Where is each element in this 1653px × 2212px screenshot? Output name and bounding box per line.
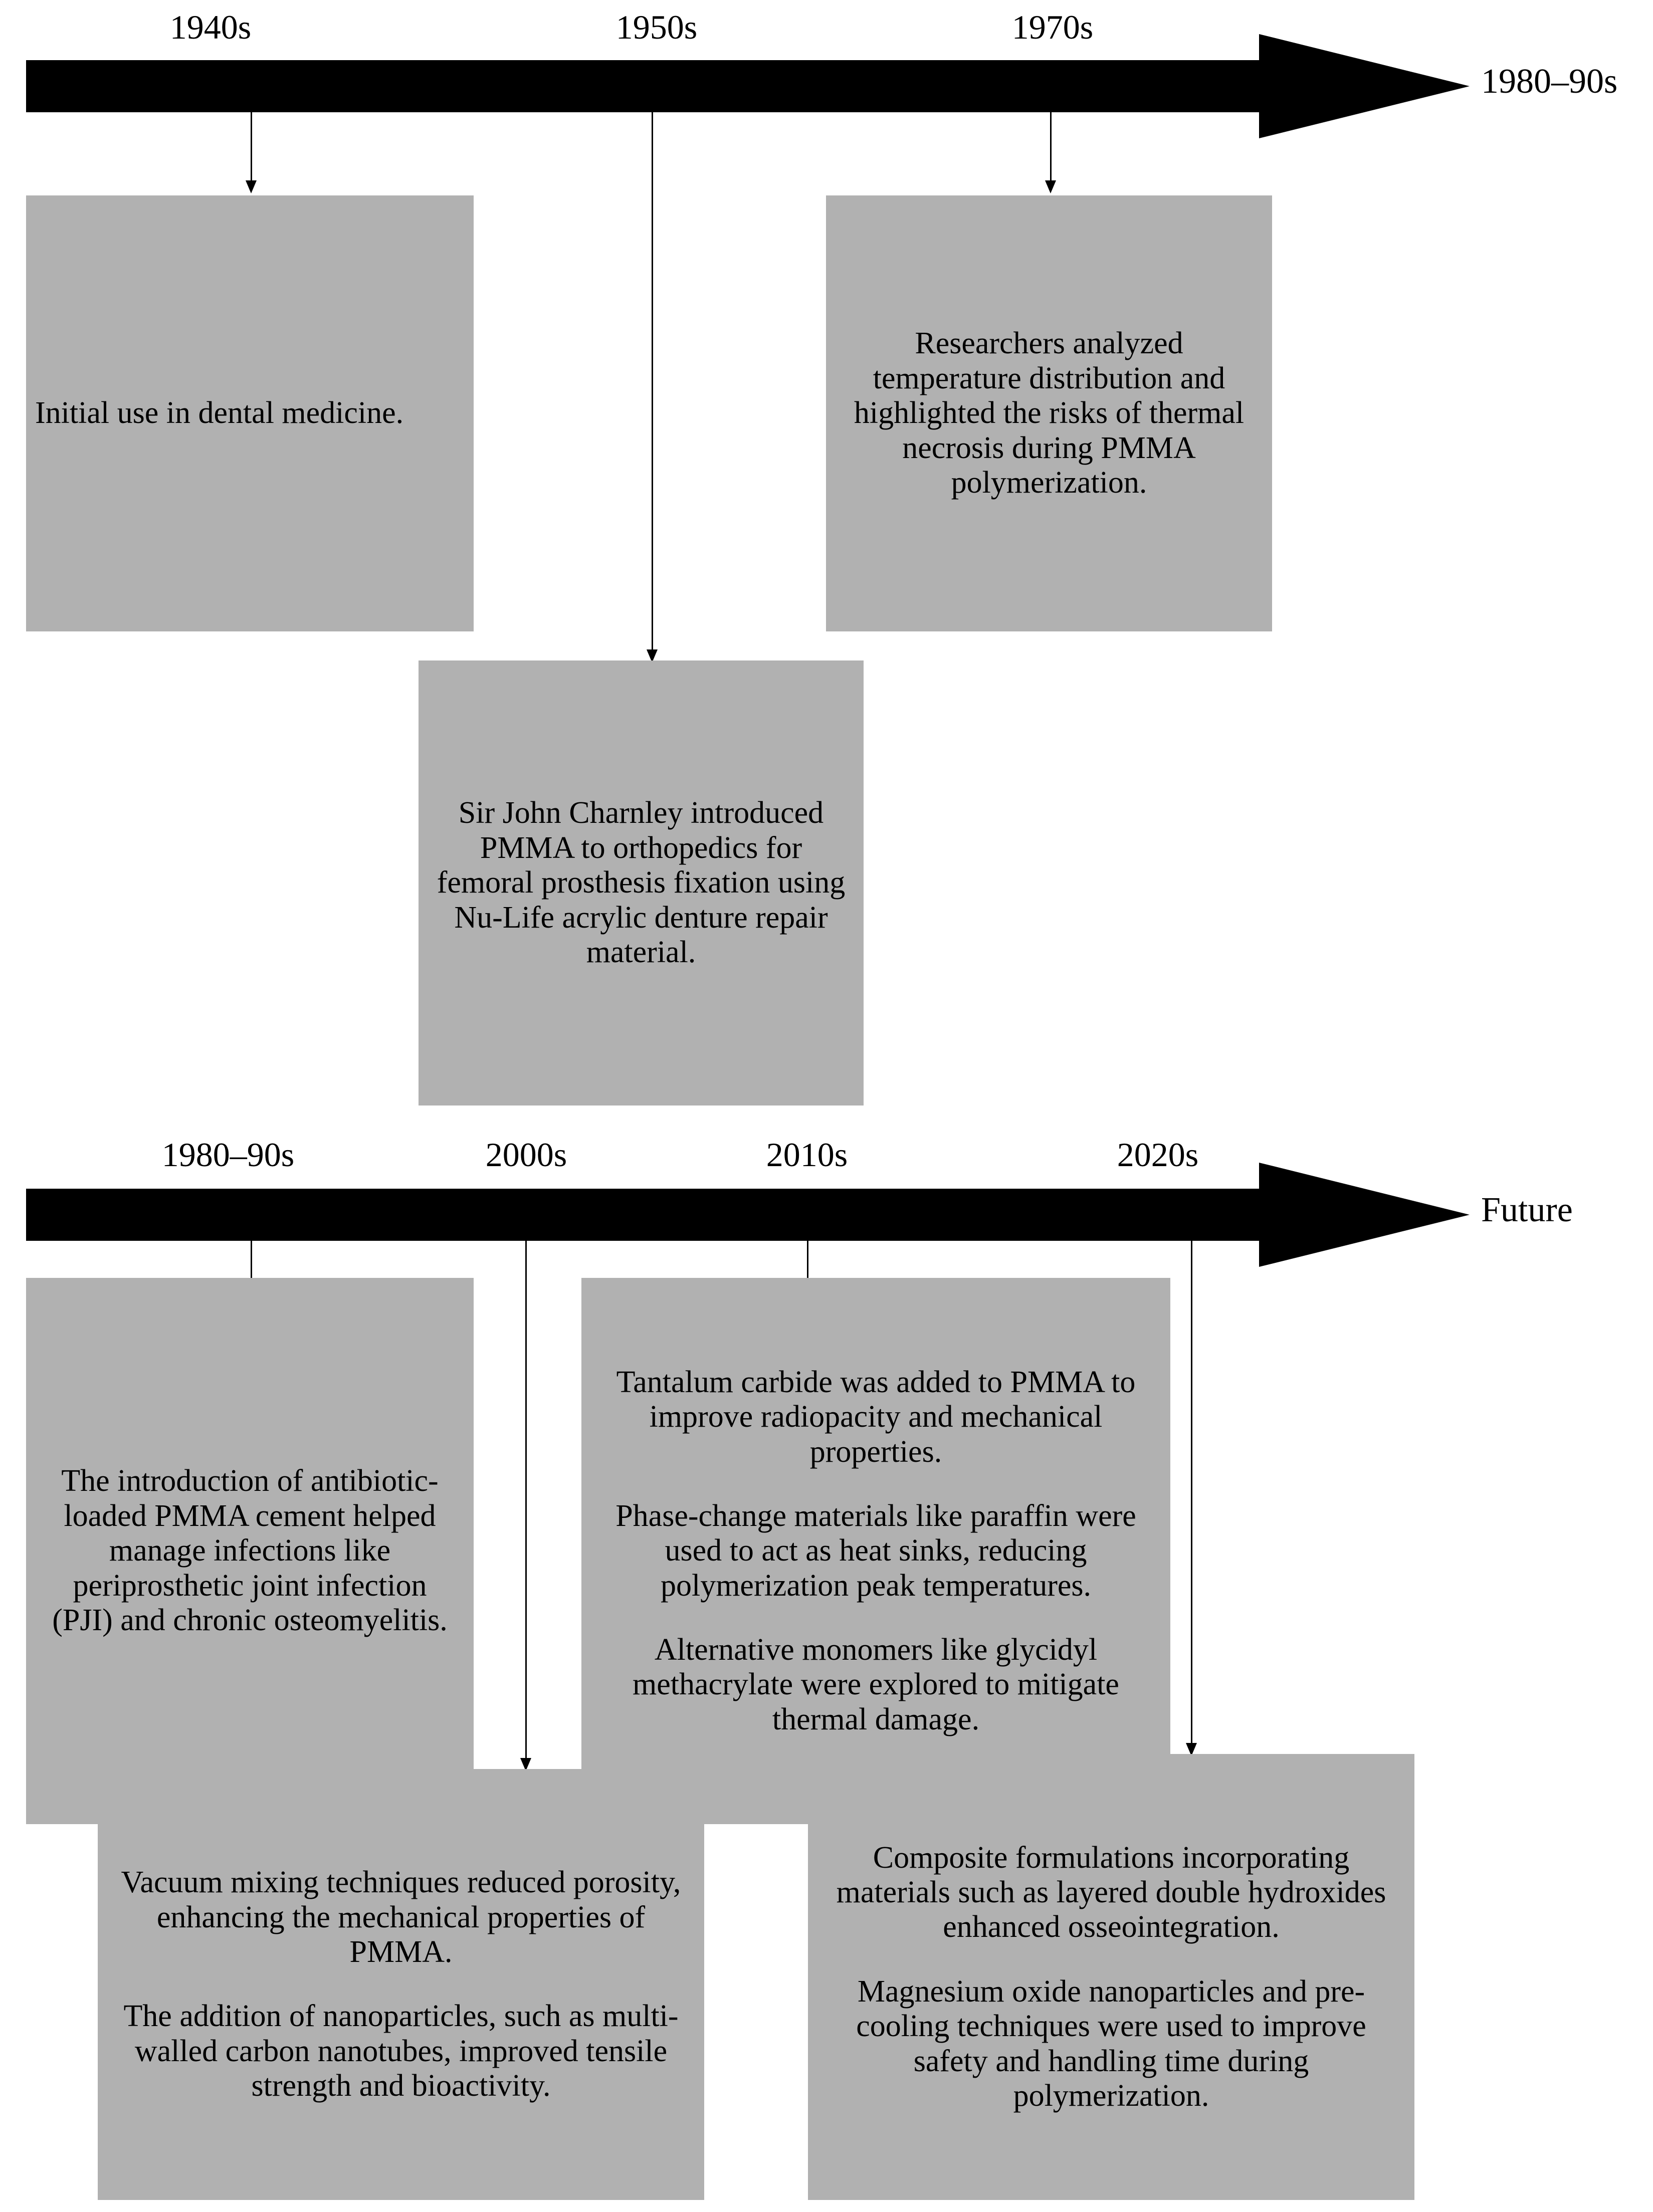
- timeline-top-arrowhead: [1259, 34, 1470, 138]
- connector-1970s: [1050, 112, 1052, 185]
- tick-label-1950s: 1950s: [615, 8, 698, 46]
- connector-2000s-arrowhead: [520, 1758, 531, 1771]
- tick-label-2010s: 2010s: [766, 1136, 848, 1174]
- tick-label-1970s: 1970s: [1011, 8, 1094, 46]
- connector-1950s-arrowhead: [647, 649, 658, 662]
- connector-1970s-arrowhead: [1045, 180, 1056, 193]
- timeline-bottom-bar: [26, 1189, 1259, 1241]
- timeline-bottom-arrowhead: [1259, 1163, 1470, 1267]
- box-composite-paragraph-2: Magnesium oxide nanoparticles and pre-co…: [856, 1974, 1366, 2113]
- timeline-top-end-label: 1980–90s: [1481, 62, 1618, 101]
- box-charnley: Sir John Charnley introduced PMMA to ort…: [419, 660, 864, 1105]
- tick-label-2020s: 2020s: [1117, 1136, 1199, 1174]
- connector-1950s: [652, 112, 653, 663]
- box-thermal-necrosis: Researchers analyzed temperature distrib…: [826, 195, 1272, 631]
- timeline-bottom-end-label: Future: [1481, 1191, 1573, 1229]
- connector-1940s-arrowhead: [246, 180, 257, 193]
- box-tantalum-carbide: Tantalum carbide was added to PMMA to im…: [581, 1278, 1170, 1824]
- box-composite-formulations: Composite formulations incorporating mat…: [808, 1754, 1414, 2200]
- box-charnley-paragraph-1: Sir John Charnley introduced PMMA to ort…: [437, 796, 846, 970]
- connector-2010s: [807, 1241, 808, 1301]
- box-dental-medicine: Initial use in dental medicine.: [26, 195, 474, 631]
- connector-1940s: [251, 112, 252, 185]
- box-dental-paragraph-1: Initial use in dental medicine.: [35, 396, 404, 430]
- connector-1980-90s: [251, 1241, 252, 1301]
- box-tantalum-paragraph-3: Alternative monomers like glycidyl metha…: [633, 1633, 1119, 1736]
- box-thermal-paragraph-1: Researchers analyzed temperature distrib…: [854, 326, 1245, 500]
- box-vacuum-mixing: Vacuum mixing techniques reduced porosit…: [98, 1769, 704, 2200]
- connector-2020s: [1191, 1241, 1192, 1757]
- box-tantalum-paragraph-2: Phase-change materials like paraffin wer…: [615, 1498, 1136, 1603]
- connector-2000s: [525, 1241, 527, 1772]
- tick-label-2000s: 2000s: [485, 1136, 567, 1174]
- connector-2020s-arrowhead: [1186, 1743, 1197, 1756]
- box-antibiotic-paragraph-1: The introduction of antibiotic-loaded PM…: [52, 1464, 448, 1638]
- box-antibiotic-pmma: The introduction of antibiotic-loaded PM…: [26, 1278, 474, 1824]
- box-vacuum-paragraph-2: The addition of nanoparticles, such as m…: [123, 1999, 679, 2103]
- box-composite-paragraph-1: Composite formulations incorporating mat…: [836, 1840, 1386, 1944]
- timeline-top-bar: [26, 60, 1259, 112]
- tick-label-1980-90s: 1980–90s: [161, 1136, 295, 1174]
- box-tantalum-paragraph-1: Tantalum carbide was added to PMMA to im…: [616, 1365, 1136, 1469]
- tick-label-1940s: 1940s: [169, 8, 252, 46]
- box-vacuum-paragraph-1: Vacuum mixing techniques reduced porosit…: [121, 1865, 681, 1969]
